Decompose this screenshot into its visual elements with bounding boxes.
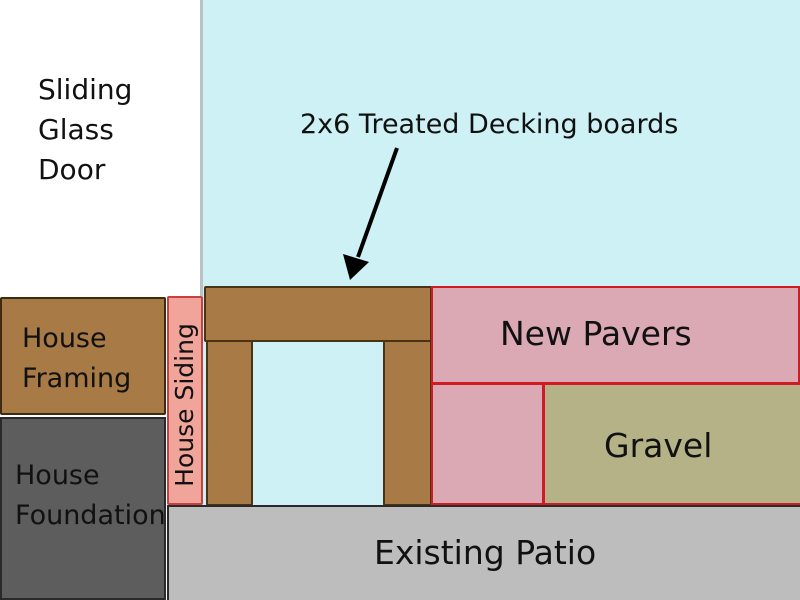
house-foundation-block (0, 417, 166, 600)
pavers-label: New Pavers (500, 314, 692, 353)
siding-label: House Siding (170, 323, 199, 487)
framing-label-line-2: Framing (22, 363, 132, 394)
foundation-label-line-1: House (15, 460, 100, 491)
gravel-block (543, 383, 800, 505)
foundation-label-line-2: Foundation (15, 500, 166, 531)
door-label-line-3: Door (38, 153, 106, 186)
house-siding-block (167, 296, 203, 505)
decking-board-left (206, 340, 253, 506)
existing-patio-block (167, 505, 800, 600)
house-framing-block (0, 297, 166, 415)
framing-label-line-1: House (22, 323, 107, 354)
door-label-line-1: Sliding (38, 73, 133, 106)
gravel-label: Gravel (604, 426, 713, 465)
door-label-line-2: Glass (38, 113, 114, 146)
door-label: Sliding Glass Door (38, 70, 132, 190)
new-pavers-lower-block (431, 383, 544, 505)
sliding-glass-door (0, 0, 202, 296)
patio-label: Existing Patio (374, 533, 597, 572)
framing-label: House Framing (22, 319, 131, 399)
decking-board-right (383, 340, 432, 506)
decking-board-top (204, 286, 432, 342)
decking-label: 2x6 Treated Decking boards (300, 109, 679, 140)
foundation-label: House Foundation (15, 456, 166, 536)
door-edge-line (200, 0, 203, 296)
